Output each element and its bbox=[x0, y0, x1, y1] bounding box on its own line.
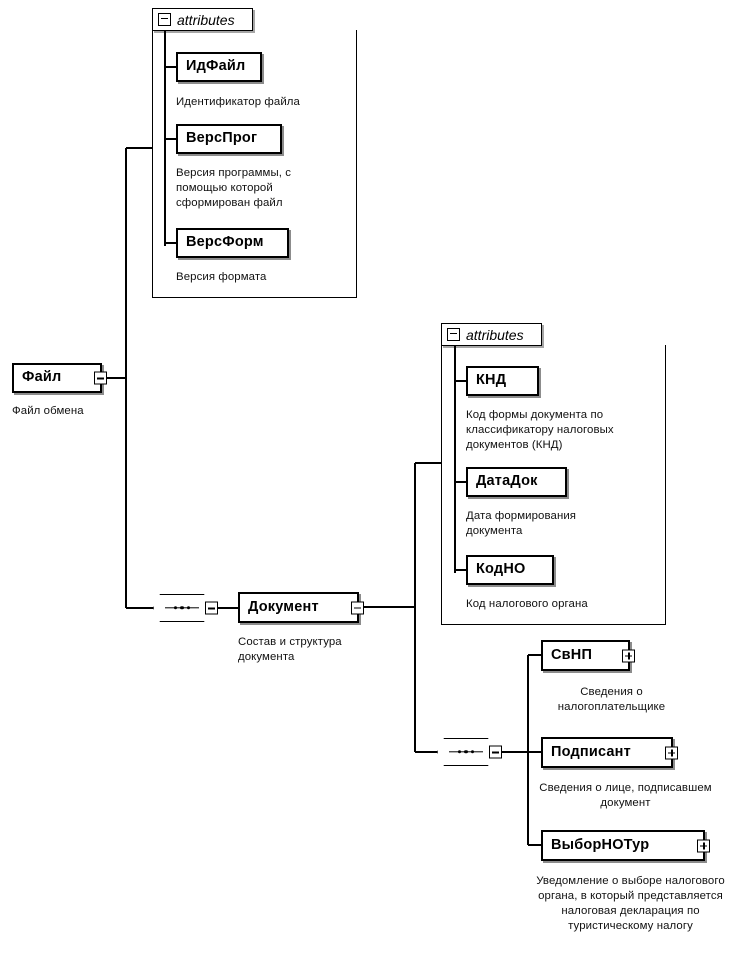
node-label: ВыборНОТур bbox=[551, 836, 650, 853]
attribute-desc-versprog: Версия программы, с помощью которой сфор… bbox=[176, 167, 292, 210]
attribute-node-knd[interactable]: КНД bbox=[466, 366, 539, 396]
collapse-minus-icon[interactable] bbox=[94, 371, 107, 385]
attribute-node-label: ВерсФорм bbox=[186, 234, 264, 251]
node-label: Подписант bbox=[551, 743, 631, 760]
attribute-node-label: ВерсПрог bbox=[186, 130, 258, 147]
expand-plus-icon[interactable] bbox=[665, 746, 678, 759]
attribute-node-label: КодНО bbox=[476, 561, 526, 578]
attribute-node-label: КНД bbox=[476, 372, 507, 389]
expand-plus-icon[interactable] bbox=[697, 839, 710, 852]
attribute-desc-kodno: Код налогового органа bbox=[466, 598, 588, 610]
node-label: Файл bbox=[22, 369, 62, 386]
node-label: СвНП bbox=[551, 646, 593, 663]
attribute-node-versprog[interactable]: ВерсПрог bbox=[176, 124, 282, 154]
node-svnp[interactable]: СвНП bbox=[541, 640, 635, 671]
node-desc-podpisant: Сведения о лице, подписавшем документ bbox=[539, 782, 712, 810]
attributes-container-dokument bbox=[441, 345, 666, 625]
sequence-dots-icon bbox=[153, 606, 211, 610]
node-vybornotur[interactable]: ВыборНОТур bbox=[541, 830, 710, 861]
node-fail[interactable]: Файл bbox=[12, 363, 107, 393]
collapse-minus-icon[interactable] bbox=[205, 601, 218, 615]
attribute-desc-knd: Код формы документа по классификатору на… bbox=[466, 409, 614, 452]
attributes-container-fail bbox=[152, 30, 357, 298]
attribute-desc-idfail: Идентификатор файла bbox=[176, 96, 300, 108]
expand-plus-icon[interactable] bbox=[622, 649, 635, 662]
attribute-desc-datadok: Дата формирования документа bbox=[466, 510, 577, 538]
attribute-node-datadok[interactable]: ДатаДок bbox=[466, 467, 567, 497]
attribute-node-label: ИдФайл bbox=[186, 58, 246, 75]
node-desc-svnp: Сведения о налогоплательщике bbox=[557, 686, 666, 714]
collapse-minus-icon[interactable] bbox=[351, 601, 364, 614]
node-desc-vybornotur: Уведомление о выборе налогового органа, … bbox=[536, 875, 725, 933]
attribute-node-versform[interactable]: ВерсФорм bbox=[176, 228, 289, 258]
attributes-header-dokument[interactable]: attributes bbox=[441, 323, 542, 346]
sequence-symbol-fail[interactable] bbox=[153, 594, 218, 622]
collapse-minus-icon[interactable] bbox=[489, 745, 502, 759]
attribute-node-idfail[interactable]: ИдФайл bbox=[176, 52, 262, 82]
attributes-header-label: attributes bbox=[177, 11, 235, 28]
sequence-symbol-dokument[interactable] bbox=[437, 738, 502, 766]
node-label: Документ bbox=[248, 598, 319, 615]
attribute-node-kodno[interactable]: КодНО bbox=[466, 555, 554, 585]
sequence-dots-icon bbox=[437, 750, 495, 754]
node-podpisant[interactable]: Подписант bbox=[541, 737, 678, 768]
collapse-minus-icon[interactable] bbox=[447, 328, 460, 341]
node-desc-dokument: Состав и структура документа bbox=[238, 636, 342, 664]
node-desc-fail: Файл обмена bbox=[12, 405, 84, 417]
collapse-minus-icon[interactable] bbox=[158, 13, 171, 26]
attribute-desc-versform: Версия формата bbox=[176, 271, 267, 283]
attributes-header-label: attributes bbox=[466, 326, 524, 343]
attributes-header-fail[interactable]: attributes bbox=[152, 8, 253, 31]
node-dokument[interactable]: Документ bbox=[238, 592, 364, 623]
attribute-node-label: ДатаДок bbox=[476, 473, 538, 490]
